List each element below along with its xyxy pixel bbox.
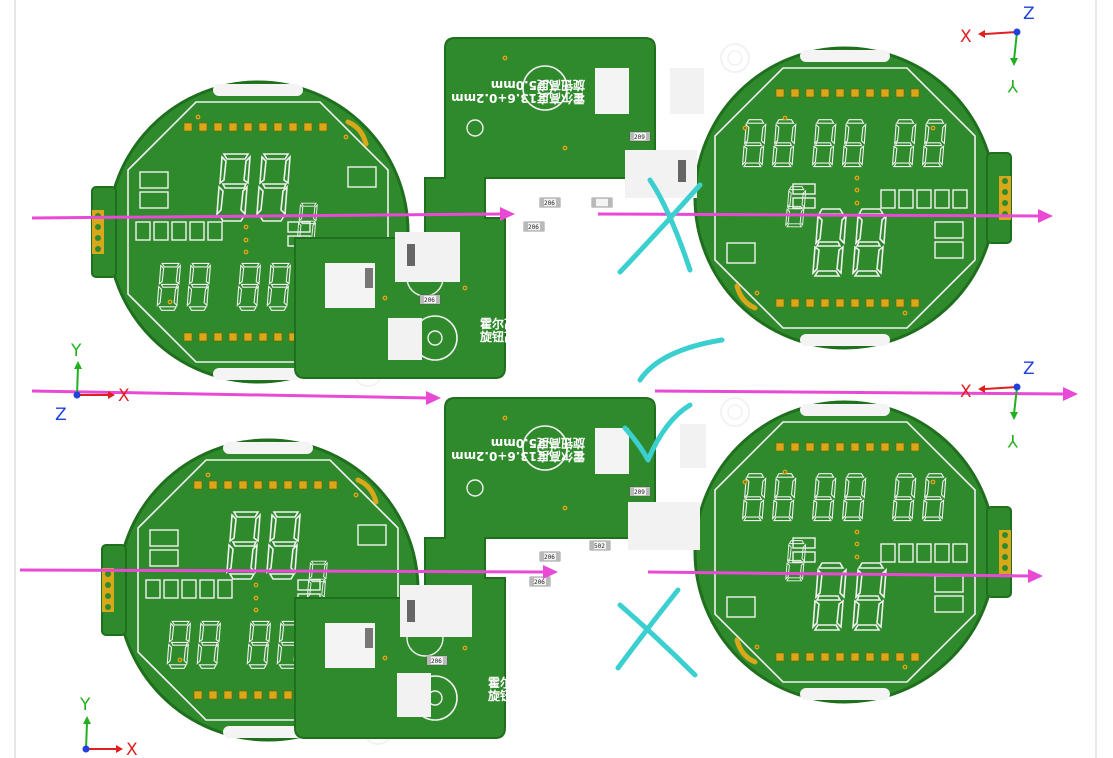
silk-text-group-bottom: 霍尔高度13.6+0.2mm 旋钮高度5.0mm: [487, 675, 622, 703]
axis-gizmo-middle-right: X Z Y: [960, 359, 1035, 450]
axis-label-x: X: [118, 386, 130, 406]
hall-height-text: 霍尔高度13.6+0.2mm: [451, 91, 585, 106]
check-mark-middle: [622, 402, 693, 463]
chip-label: 206: [431, 658, 442, 665]
cross-mark-bottom: [615, 587, 698, 678]
cut-line-top-left: [31, 207, 515, 221]
cut-line-bottom-right: [647, 569, 1043, 583]
connector-block: [397, 673, 431, 717]
silk-text-group-top-flipped: 霍尔高度13.6+0.2mm 旋钮高度5.0mm: [451, 78, 586, 106]
silk-text-group-top: 霍尔高度13.6+0.2mm 旋钮高度5.0mm: [479, 316, 614, 344]
cut-line-middle-left: [31, 389, 441, 405]
axis-label-y: Y: [70, 341, 82, 361]
axis-label-x: X: [960, 382, 972, 402]
knob-height-text: 旋钮高度5.0mm: [491, 78, 586, 93]
connector-block: [395, 232, 460, 282]
connector-block: [628, 502, 700, 550]
axis-label-y: Y: [1007, 75, 1019, 95]
axis-gizmo-bottom-left: X Y: [79, 695, 138, 758]
chip-label: 209: [634, 134, 645, 141]
hall-height-text: 霍尔高度13.6+0.2mm: [480, 316, 614, 331]
chip-label: 209: [634, 489, 645, 496]
axis-gizmo-middle-left: X Y Z: [55, 341, 130, 425]
axis-label-x: X: [960, 27, 972, 47]
axis-label-z: Z: [55, 405, 67, 425]
axis-label-z: Z: [1023, 4, 1035, 24]
axis-label-x: X: [126, 740, 138, 758]
chip-label: 206: [544, 554, 555, 561]
chip-label: 502: [594, 543, 605, 550]
knob-height-text: 旋钮高度5.0mm: [479, 329, 574, 344]
cut-line-bottom-left: [19, 565, 558, 579]
hall-height-text: 霍尔高度13.6+0.2mm: [488, 675, 622, 690]
cross-mark-top: [617, 177, 703, 275]
chip-label: 206: [424, 297, 435, 304]
knob-height-text: 旋钮高度5.0mm: [491, 436, 586, 451]
connector-block: [625, 150, 697, 198]
chip-labels: 206 206 206 209 206 206 206 209 502: [424, 134, 645, 665]
chip-label: 206: [544, 200, 555, 207]
silk-text-group-bottom-flipped: 霍尔高度13.6+0.2mm 旋钮高度5.0mm: [451, 436, 586, 464]
axis-label-y: Y: [79, 695, 91, 715]
annotation-marks: [615, 177, 725, 678]
check-mark-top: [637, 337, 725, 383]
axis-label-z: Z: [1023, 359, 1035, 379]
axis-gizmo-top-right: X Z Y: [960, 4, 1035, 95]
hall-height-text: 霍尔高度13.6+0.2mm: [451, 449, 585, 464]
connector-block: [388, 318, 422, 360]
axis-label-y: Y: [1007, 430, 1019, 450]
chip-label: 206: [528, 224, 539, 231]
connector-block: [670, 68, 704, 114]
connector-block: [680, 424, 706, 468]
chip-label: 206: [534, 579, 545, 586]
cut-line-middle-right: [654, 387, 1078, 401]
knob-height-text: 旋钮高度5.0mm: [487, 688, 582, 703]
